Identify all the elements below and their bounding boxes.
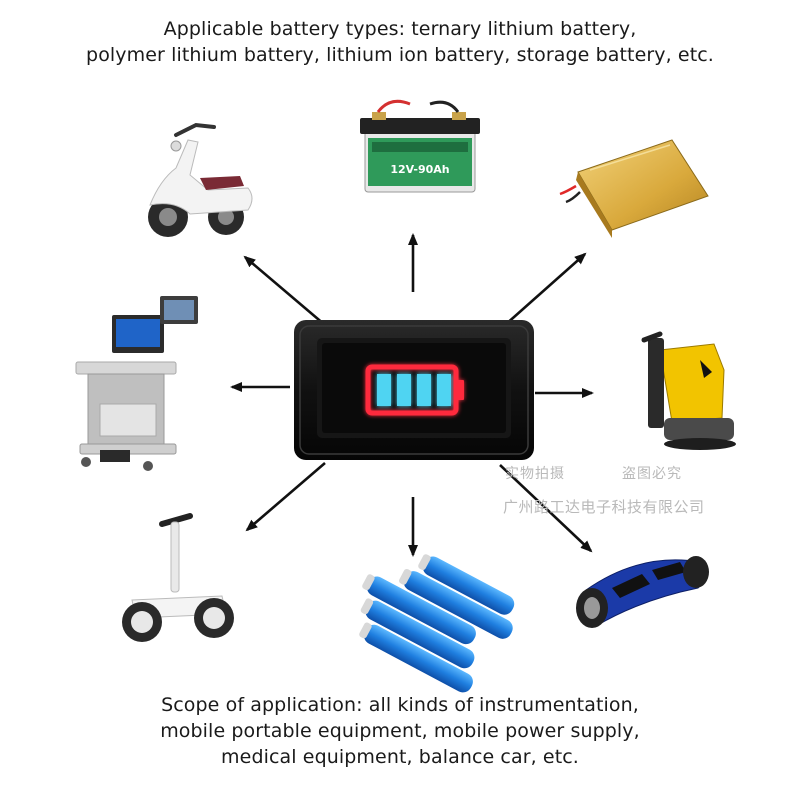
polymer-lithium-battery-image [559, 139, 709, 238]
medical-equipment-cart-image [75, 296, 198, 471]
electric-scooter-image [148, 122, 253, 237]
arrow-to-hoverboard [499, 464, 593, 553]
battery-level-bar-3 [417, 374, 431, 406]
storage-battery-label: 12V-90Ah [390, 163, 449, 176]
top-caption-line-1: Applicable battery types: ternary lithiu… [163, 18, 637, 40]
bottom-caption-line-2: mobile portable equipment, mobile power … [160, 720, 640, 742]
bottom-caption: Scope of application: all kinds of instr… [0, 692, 800, 770]
arrow-to-polymer-battery [504, 252, 587, 326]
battery-level-bar-2 [397, 374, 411, 406]
battery-level-bar-1 [377, 374, 391, 406]
arrow-to-balance-scooter [245, 462, 326, 532]
bottom-caption-line-3: medical equipment, balance car, etc. [221, 746, 579, 768]
direction-arrows [230, 233, 594, 557]
top-caption: Applicable battery types: ternary lithiu… [0, 16, 800, 68]
battery-level-icon [365, 364, 464, 416]
watermark-text-3: 广州路工达电子科技有限公司 [503, 498, 705, 516]
top-caption-line-2: polymer lithium battery, lithium ion bat… [86, 44, 714, 66]
floor-scrubber-image [641, 331, 736, 450]
bottom-caption-line-1: Scope of application: all kinds of instr… [161, 694, 639, 716]
lithium-ion-cells-image [359, 554, 515, 693]
watermark-text-2: 盗图必究 [622, 466, 682, 482]
self-balancing-scooter-image [122, 513, 234, 642]
storage-battery-image: 12V-90Ah [360, 99, 480, 193]
battery-level-bar-4 [437, 374, 451, 406]
arrow-to-scooter [243, 255, 326, 326]
battery-indicator-module [294, 320, 534, 460]
hoverboard-image [576, 556, 709, 628]
watermark-text-1: 实物拍摄 [505, 466, 565, 482]
